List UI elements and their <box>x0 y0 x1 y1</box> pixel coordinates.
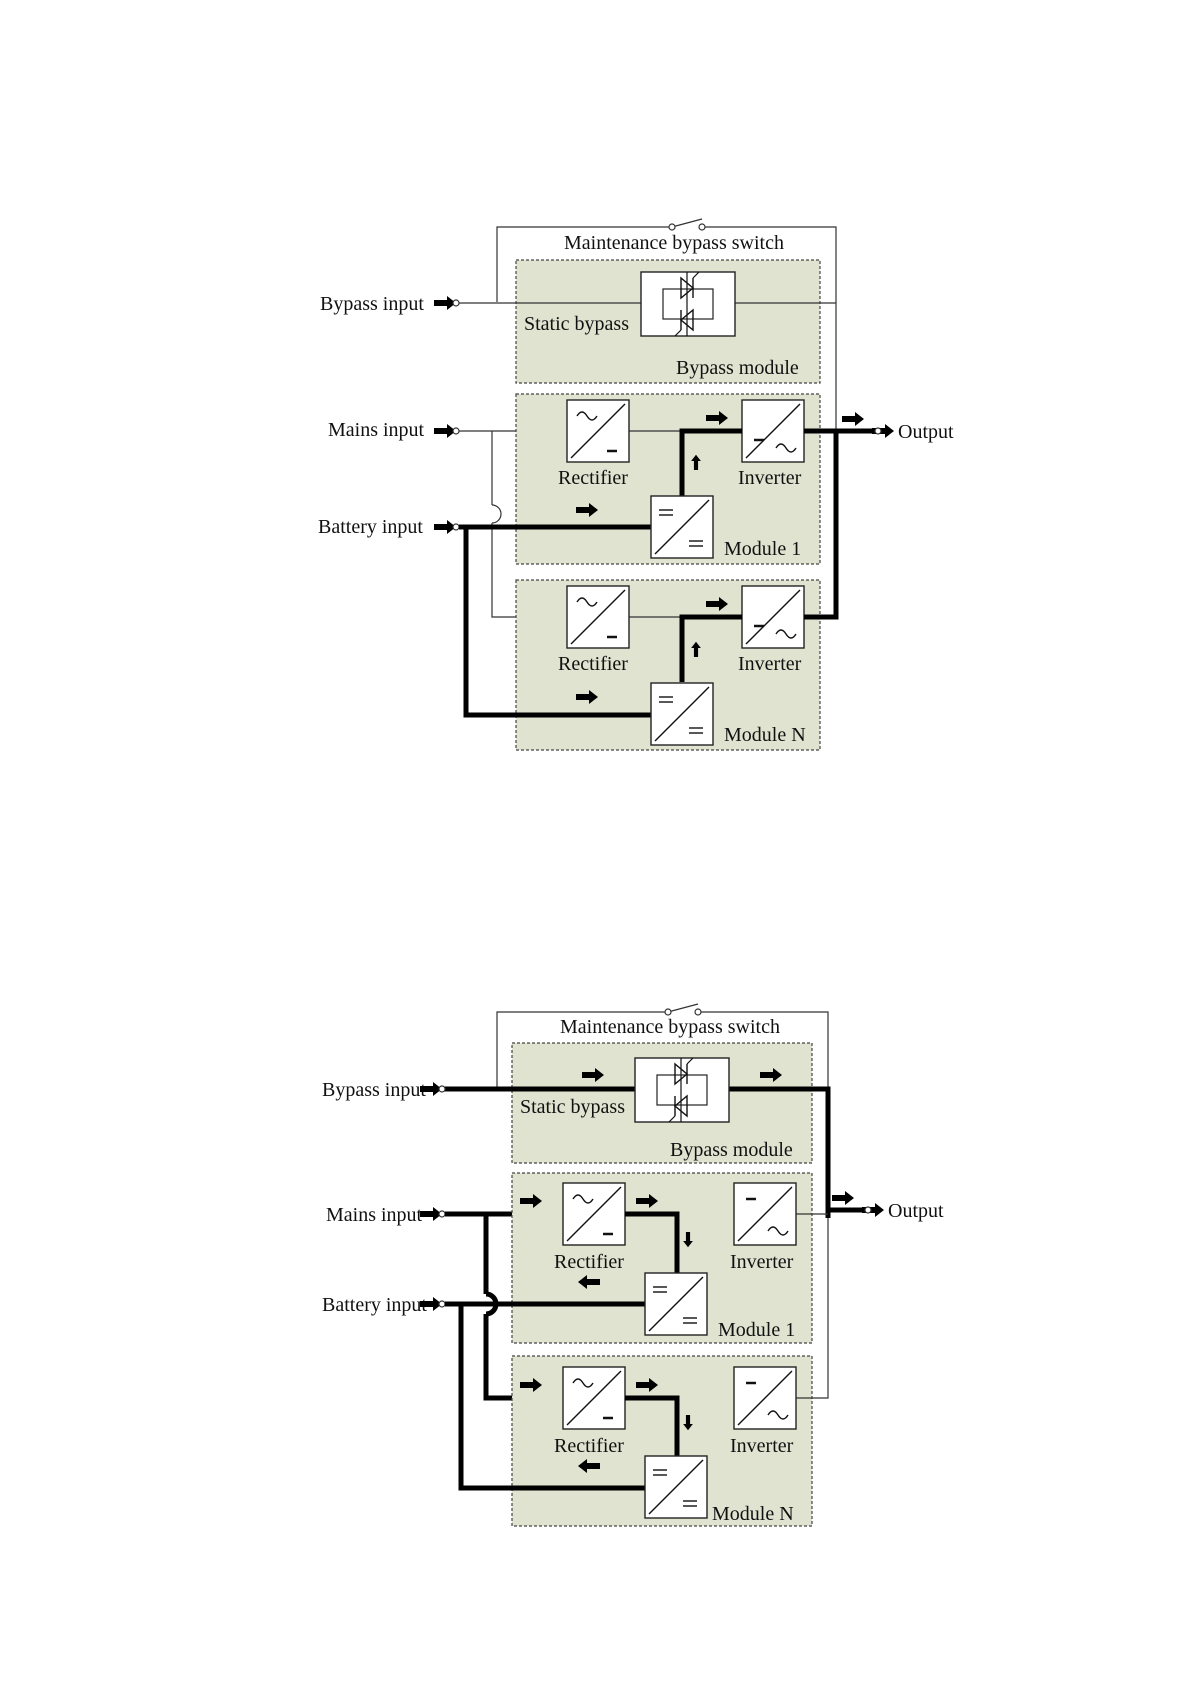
output-terminal <box>874 427 882 435</box>
bypass-input-terminal <box>452 299 460 307</box>
rectifier-label: Rectifier <box>558 653 628 675</box>
bypass-module-label: Bypass module <box>676 357 799 379</box>
battery-input-label: Battery input <box>318 516 423 538</box>
battery-input-label: Battery input <box>322 1294 427 1316</box>
static-bypass-switch-icon <box>634 1057 730 1123</box>
static-bypass-label: Static bypass <box>524 313 629 335</box>
diagram-bypass-mode: Maintenance bypass switch Static bypass … <box>322 1003 944 1527</box>
inverter-icon <box>740 398 806 464</box>
maintenance-bypass-loop <box>496 218 837 430</box>
battery-input-terminal <box>452 523 460 531</box>
static-bypass-label: Static bypass <box>520 1096 625 1118</box>
inverter-icon <box>732 1181 798 1247</box>
static-bypass-switch-icon <box>640 271 736 337</box>
mains-input-label: Mains input <box>326 1204 423 1226</box>
bypass-input-label: Bypass input <box>320 293 424 315</box>
mains-input-label: Mains input <box>328 419 425 441</box>
module-1: Rectifier Inverter Module 1 <box>459 393 836 565</box>
rectifier-label: Rectifier <box>554 1251 624 1273</box>
output-flow-arrow-icon <box>832 1191 854 1205</box>
diagram-battery-mode: Maintenance bypass switch Static bypass … <box>318 218 954 751</box>
output-label: Output <box>888 1200 944 1222</box>
module-n: Rectifier Inverter Module N <box>458 1218 829 1527</box>
bypass-input-terminal <box>438 1085 446 1093</box>
maintenance-bypass-label: Maintenance bypass switch <box>560 1016 780 1038</box>
inverter-label: Inverter <box>738 653 802 675</box>
inverter-icon <box>740 584 806 650</box>
output-label: Output <box>898 421 954 443</box>
rectifier-icon <box>561 1181 627 1247</box>
output-terminal <box>864 1206 872 1214</box>
module-name-label: Module N <box>712 1503 794 1525</box>
rectifier-icon <box>565 398 631 464</box>
rectifier-icon <box>565 584 631 650</box>
dcdc-converter-icon <box>650 682 714 746</box>
bypass-input-label: Bypass input <box>322 1079 426 1101</box>
inverter-label: Inverter <box>730 1251 794 1273</box>
rectifier-icon <box>561 1365 627 1431</box>
mains-input-terminal <box>438 1210 446 1218</box>
battery-input-terminal <box>438 1300 446 1308</box>
dcdc-converter-icon <box>650 495 714 559</box>
dcdc-converter-icon <box>644 1272 708 1336</box>
output-flow-arrow-icon <box>842 412 864 426</box>
module-name-label: Module 1 <box>718 1319 795 1341</box>
maintenance-bypass-loop <box>496 1003 829 1088</box>
inverter-icon <box>732 1365 798 1431</box>
bypass-module-label: Bypass module <box>670 1139 793 1161</box>
rectifier-label: Rectifier <box>554 1435 624 1457</box>
mains-input-terminal <box>452 427 460 435</box>
module-1: Rectifier Inverter Module 1 <box>445 1172 828 1344</box>
maintenance-bypass-label: Maintenance bypass switch <box>564 232 784 254</box>
inverter-label: Inverter <box>738 467 802 489</box>
inverter-label: Inverter <box>730 1435 794 1457</box>
module-name-label: Module N <box>724 724 806 746</box>
module-name-label: Module 1 <box>724 538 801 560</box>
dcdc-converter-icon <box>644 1455 708 1519</box>
module-n: Rectifier Inverter Module N <box>463 431 839 751</box>
rectifier-label: Rectifier <box>558 467 628 489</box>
